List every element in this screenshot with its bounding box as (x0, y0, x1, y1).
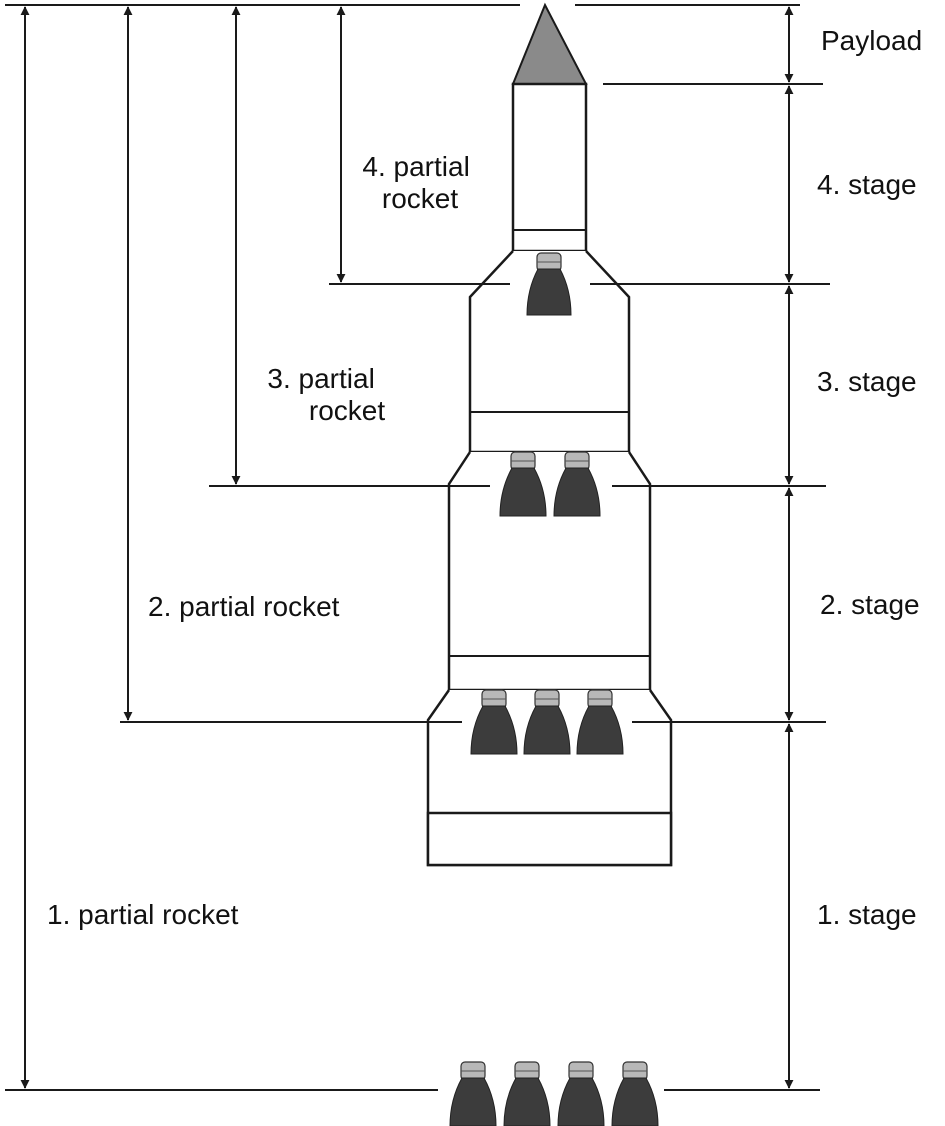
label-stage-4: 4. stage (817, 169, 917, 200)
engine-nozzle-stage4-1 (526, 252, 572, 316)
engine-nozzle-stage2-3 (576, 689, 624, 755)
label-partial-rocket-3-line2: rocket (309, 395, 385, 426)
label-stage-3: 3. stage (817, 366, 917, 397)
label-payload: Payload (821, 25, 922, 56)
label-partial-rocket-4-line2: rocket (382, 183, 458, 214)
label-partial-rocket-3-line1: 3. partial (267, 363, 374, 394)
reference-lines (5, 4, 830, 1091)
right-labels: Payload 4. stage 3. stage 2. stage 1. st… (817, 25, 922, 930)
left-labels: 4. partial rocket 3. partial rocket 2. p… (47, 151, 477, 930)
engine-nozzle-stage1-2 (503, 1061, 551, 1126)
label-partial-rocket-4: 4. partial rocket (362, 151, 477, 214)
payload-nosecone (511, 2, 588, 85)
engines-group (449, 252, 659, 1126)
left-dimension-arrows (20, 6, 346, 1089)
label-partial-rocket-2: 2. partial rocket (148, 591, 340, 622)
label-partial-rocket-3: 3. partial rocket (267, 363, 385, 426)
label-partial-rocket-4-line1: 4. partial (362, 151, 469, 182)
engine-nozzle-stage1-3 (557, 1061, 605, 1126)
engine-nozzle-stage1-1 (449, 1061, 497, 1126)
label-stage-2: 2. stage (820, 589, 920, 620)
engine-nozzle-stage3-1 (499, 451, 547, 517)
engine-nozzle-stage2-2 (523, 689, 571, 755)
stage-4-body (511, 82, 588, 253)
label-partial-rocket-1: 1. partial rocket (47, 899, 239, 930)
stage-2-body (447, 451, 652, 692)
engine-nozzle-stage1-4 (611, 1061, 659, 1126)
engine-nozzle-stage2-1 (470, 689, 518, 755)
label-stage-1: 1. stage (817, 899, 917, 930)
engine-nozzle-stage3-2 (553, 451, 601, 517)
stage-1-lower-section (426, 811, 673, 867)
